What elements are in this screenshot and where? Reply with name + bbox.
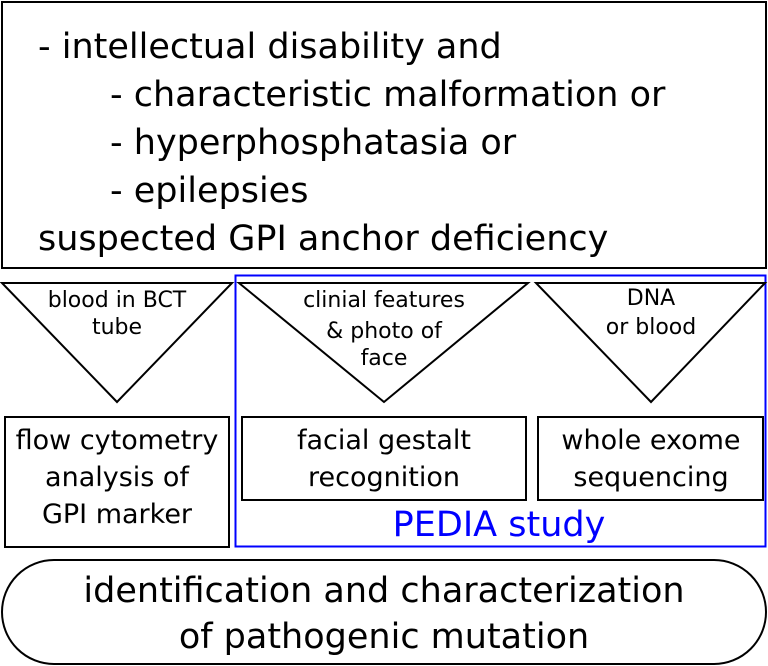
criteria-conclusion: suspected GPI anchor deficiency: [38, 219, 608, 259]
svg-text:facial gestalt: facial gestalt: [297, 425, 471, 456]
criteria-line: - intellectual disability and: [38, 27, 502, 67]
svg-text:analysis of: analysis of: [45, 462, 190, 493]
criteria-line: - epilepsies: [110, 171, 308, 211]
svg-text:tube: tube: [92, 315, 142, 340]
svg-text:flow cytometry: flow cytometry: [16, 425, 219, 456]
sample-triangle-blood: blood in BCT tube: [0, 282, 235, 404]
criteria-line: - hyperphosphatasia or: [110, 123, 517, 163]
svg-text:blood in BCT: blood in BCT: [48, 288, 187, 313]
svg-text:recognition: recognition: [308, 462, 460, 493]
svg-text:or blood: or blood: [606, 315, 696, 340]
svg-text:of pathogenic mutation: of pathogenic mutation: [179, 617, 589, 657]
svg-text:identification and characteriz: identification and characterization: [83, 571, 684, 611]
result-box: identification and characterization of p…: [1, 559, 767, 665]
pedia-study-frame: [234, 274, 767, 548]
svg-text:& photo of: & photo of: [326, 319, 443, 344]
sample-triangle-dna: DNA or blood: [533, 282, 768, 404]
criteria-box: - intellectual disability and - characte…: [1, 1, 767, 269]
method-box-facial-gestalt: facial gestalt recognition: [241, 416, 527, 501]
svg-text:DNA: DNA: [627, 286, 675, 311]
svg-text:whole exome: whole exome: [561, 425, 740, 456]
pedia-study-label: PEDIA study: [393, 505, 606, 545]
method-box-flow-cytometry: flow cytometry analysis of GPI marker: [4, 416, 230, 548]
criteria-line: - characteristic malformation or: [110, 75, 666, 115]
svg-text:GPI marker: GPI marker: [42, 499, 193, 530]
method-box-exome: whole exome sequencing: [537, 416, 764, 501]
svg-text:face: face: [361, 346, 408, 371]
svg-text:clinial features: clinial features: [303, 288, 465, 313]
svg-text:sequencing: sequencing: [573, 462, 728, 493]
sample-triangle-features: clinial features & photo of face: [236, 282, 531, 404]
